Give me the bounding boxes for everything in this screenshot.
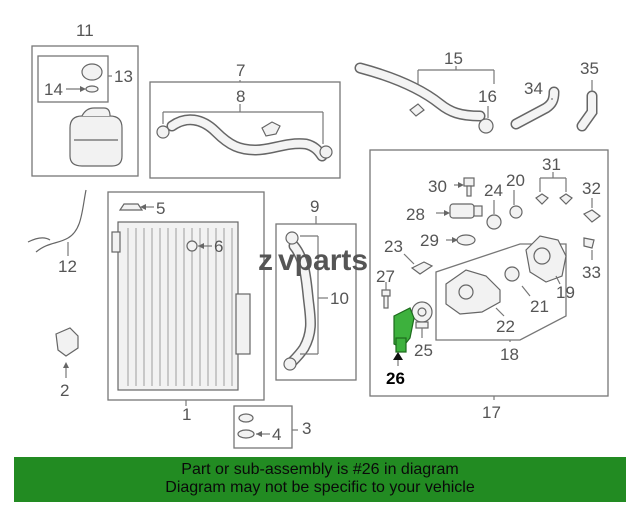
vparts-logo: z vparts (258, 244, 368, 277)
callout-1: 1 (182, 405, 191, 424)
o-ring-16 (478, 118, 494, 134)
group-box-3 (233, 405, 293, 449)
callout-28: 28 (406, 205, 425, 224)
callout-25: 25 (414, 341, 433, 360)
reservoir-seal (85, 85, 99, 93)
reservoir-cap (81, 63, 103, 81)
mount-insulator (237, 429, 255, 439)
callout-6: 6 (214, 237, 223, 256)
callout-18: 18 (500, 345, 519, 364)
temp-sensor (449, 203, 483, 219)
callout-27: 27 (376, 267, 395, 286)
callout-14: 14 (44, 80, 63, 99)
callout-26: 26 (386, 369, 405, 388)
callout-29: 29 (420, 231, 439, 250)
callout-30: 30 (428, 177, 447, 196)
callout-20: 20 (506, 171, 525, 190)
callout-33: 33 (582, 263, 601, 282)
banner-line-2: Diagram may not be specific to your vehi… (165, 479, 475, 496)
upper-radiator-hose (156, 114, 333, 162)
thermostat (411, 301, 433, 329)
gasket-20 (509, 205, 523, 219)
group-box-17 (369, 149, 609, 397)
clip-32 (582, 209, 601, 223)
callout-9: 9 (310, 197, 319, 216)
reservoir-tank (69, 107, 123, 167)
group-box-11 (31, 45, 139, 177)
callout-34: 34 (524, 79, 543, 98)
callout-16: 16 (478, 87, 497, 106)
callout-8: 8 (236, 87, 245, 106)
clip-33 (583, 237, 595, 249)
clip-31a (535, 193, 549, 205)
callout-31: 31 (542, 155, 561, 174)
bolt-27 (381, 289, 391, 309)
radiator-cap (118, 203, 144, 211)
group-box-18 (435, 243, 567, 341)
mount-bushing (238, 413, 254, 423)
callout-24: 24 (484, 181, 503, 200)
bypass-hose (576, 90, 598, 132)
o-ring-29 (456, 234, 476, 246)
callout-35: 35 (580, 59, 599, 78)
callout-7: 7 (236, 61, 245, 80)
clip-31b (559, 193, 573, 205)
callout-11: 11 (76, 21, 94, 40)
callout-12: 12 (58, 257, 77, 276)
lower-radiator-hose (283, 231, 316, 371)
callout-2: 2 (60, 381, 69, 400)
overflow-hose (27, 189, 87, 253)
callout-5: 5 (156, 199, 165, 218)
callout-23: 23 (384, 237, 403, 256)
callout-21: 21 (530, 297, 549, 316)
callout-17: 17 (482, 403, 501, 422)
banner-line-1: Part or sub-assembly is #26 in diagram (181, 461, 459, 478)
callout-19: 19 (556, 283, 575, 302)
bolt-30 (463, 177, 475, 197)
water-fitting-26 (393, 307, 415, 353)
drain-plug (186, 240, 198, 252)
callout-22: 22 (496, 317, 515, 336)
water-outlet (525, 235, 567, 283)
info-banner: Part or sub-assembly is #26 in diagram D… (14, 457, 626, 502)
radiator (111, 221, 251, 391)
logo-z-glyph: z (258, 244, 273, 277)
bracket (55, 327, 79, 357)
callout-32: 32 (582, 179, 601, 198)
logo-text: vparts (278, 244, 368, 277)
group-box-7 (149, 81, 341, 179)
callout-10: 10 (330, 289, 349, 308)
parts-diagram: z vparts 11 14 13 7 8 15 16 34 35 5 6 12… (27, 21, 609, 449)
o-ring-21 (504, 266, 520, 282)
callout-15: 15 (444, 49, 463, 68)
gasket-24 (486, 214, 502, 230)
water-pipe (354, 62, 486, 122)
callout-4: 4 (272, 425, 281, 444)
bypass-pipe (510, 86, 560, 130)
callout-3: 3 (302, 419, 311, 438)
gasket-23 (410, 261, 434, 275)
group-box-13 (37, 55, 109, 103)
callout-13: 13 (114, 67, 133, 86)
